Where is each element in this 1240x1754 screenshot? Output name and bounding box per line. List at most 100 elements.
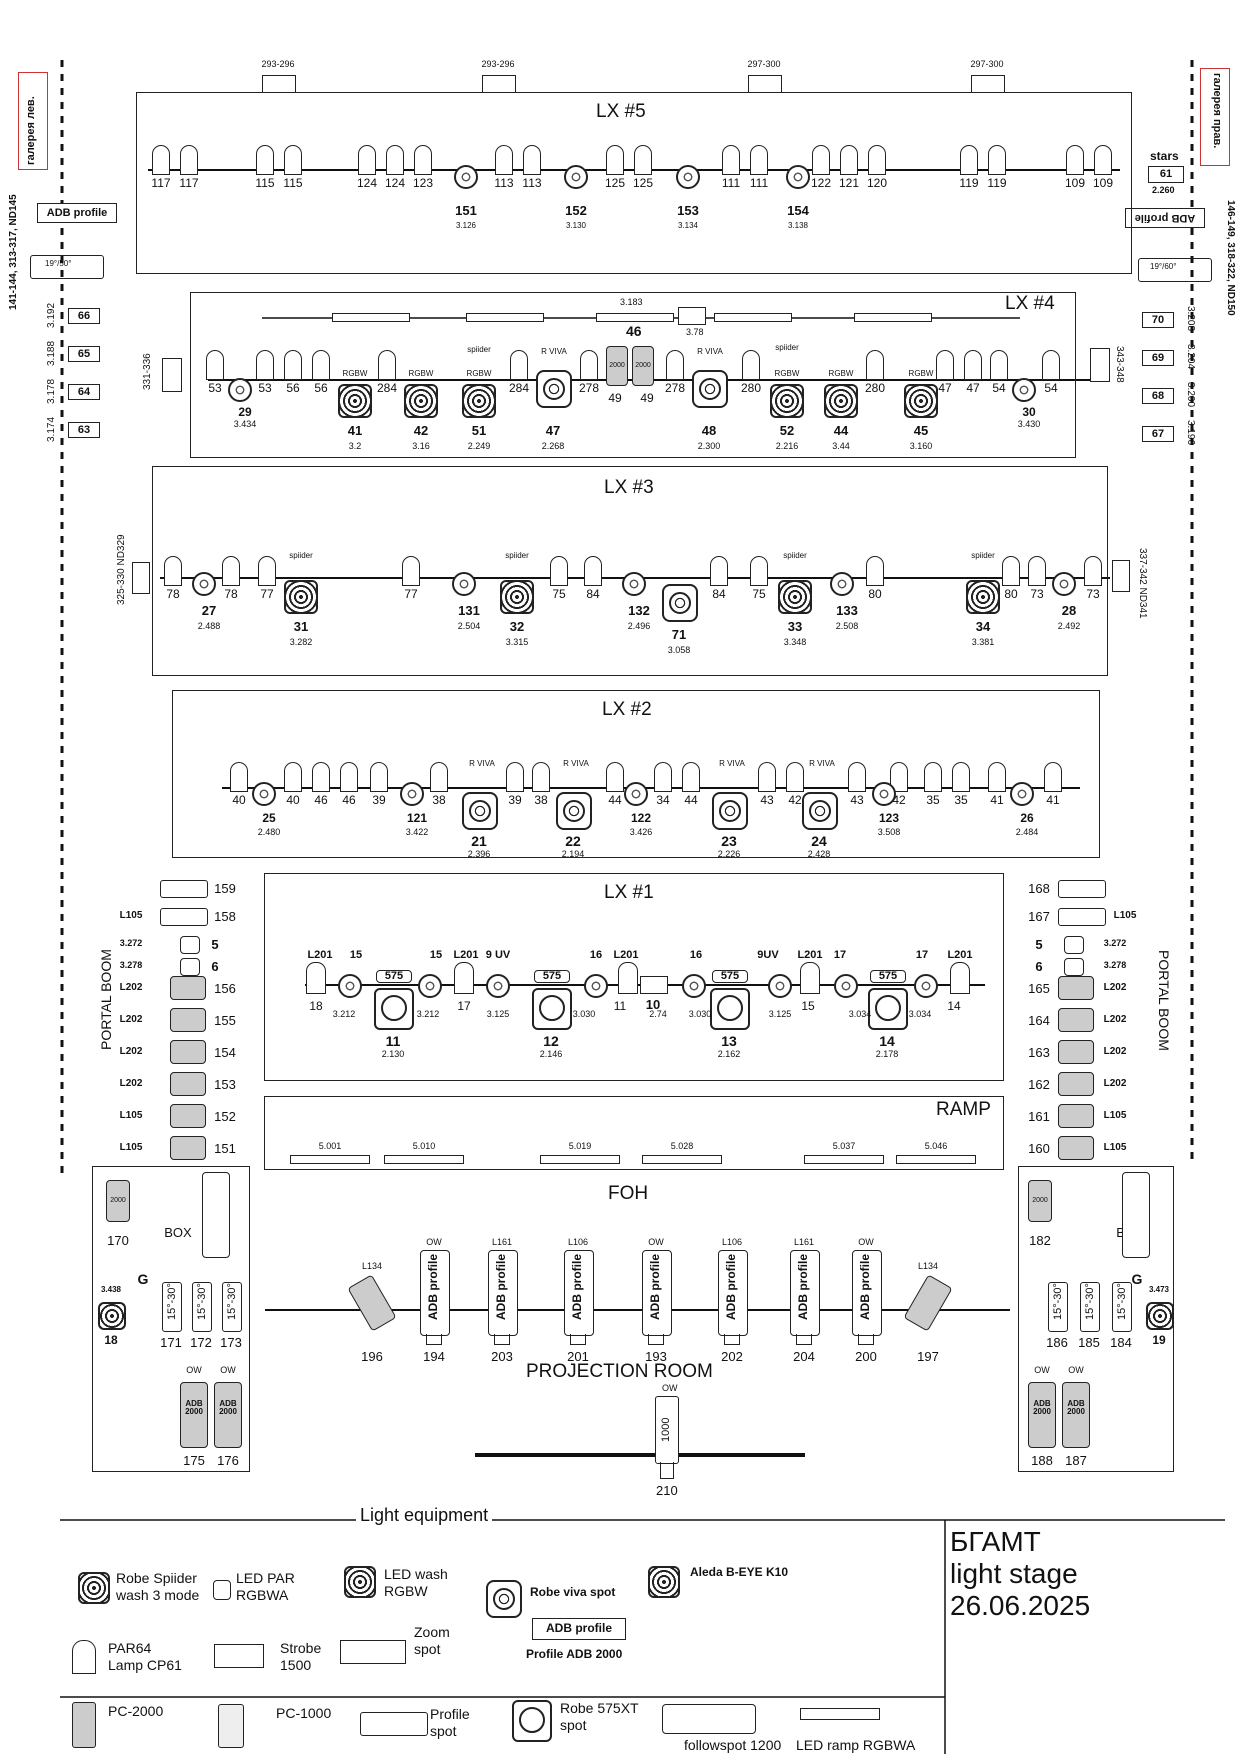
- led-par-fixture: [252, 782, 276, 806]
- par-label: 41: [990, 793, 1004, 807]
- stars-label: stars: [1150, 149, 1179, 163]
- par-label: 77: [260, 587, 274, 601]
- par-label: 47: [938, 381, 952, 395]
- lx3-mover-num: 28: [1061, 603, 1077, 618]
- zoom-spot-fixture: [1080, 1282, 1100, 1332]
- lx3-mover-num: 132: [628, 603, 650, 618]
- boom-filter: L105: [119, 910, 143, 921]
- lx1-title: LX #1: [604, 882, 654, 903]
- boom-num: 168: [1028, 881, 1050, 896]
- par-label: 75: [752, 587, 766, 601]
- lx5-mover-ch: 3.134: [677, 221, 699, 230]
- par-label: 56: [286, 381, 300, 395]
- lx5-top-tag-label: 297-300: [970, 59, 1004, 69]
- par-label: 39: [508, 793, 522, 807]
- led-par-fixture: [452, 572, 476, 596]
- lx1-filter: 17: [915, 949, 929, 961]
- par-label: 119: [987, 176, 1007, 190]
- box-adb-num: 176: [217, 1453, 239, 1468]
- lx4-mover-num: 42: [413, 423, 429, 438]
- spiider-tag: spiider: [289, 551, 313, 560]
- par64-fixture: [868, 145, 886, 175]
- boom-led-par: [180, 958, 200, 976]
- lx5-mover-num: 153: [677, 203, 699, 218]
- lx4-mover-num: 51: [471, 423, 487, 438]
- par-label: 43: [760, 793, 774, 807]
- box-zoom-num: 185: [1078, 1335, 1100, 1350]
- rviva-tag: R VIVA: [469, 759, 495, 768]
- spider-wash-fixture: [404, 384, 438, 418]
- lx1-575-tag: 575: [376, 970, 412, 983]
- boom-filter: L105: [119, 1110, 143, 1121]
- par64-fixture: [710, 556, 728, 586]
- robe575-lens: [717, 995, 743, 1021]
- lx4-mover-ch: 3.16: [412, 441, 430, 451]
- title-block: БГАМТ light stage 26.06.2025: [950, 1526, 1090, 1622]
- box-adb-fixture: [1062, 1382, 1090, 1448]
- lx1-strobe: [640, 976, 668, 994]
- par64-fixture: [758, 762, 776, 792]
- par-label: 109: [1092, 176, 1114, 190]
- zoom-spot-fixture: [1112, 1282, 1132, 1332]
- right-gallery-label: галерея прав.: [1211, 73, 1223, 149]
- lx1-frame: [264, 873, 1004, 1081]
- spider-wash-fixture: [824, 384, 858, 418]
- rviva-tag: R VIVA: [563, 759, 589, 768]
- title-date: 26.06.2025: [950, 1590, 1091, 1621]
- legend-strobe: Strobe 1500: [280, 1640, 322, 1673]
- par64-fixture: [523, 145, 541, 175]
- par-label: 38: [534, 793, 548, 807]
- par64-fixture: [312, 350, 330, 380]
- par64-fixture: [256, 145, 274, 175]
- zoom-spot-fixture: [1048, 1282, 1068, 1332]
- boom-profile-spot: [1058, 880, 1106, 898]
- par-label: 42: [892, 793, 906, 807]
- foh-num: 193: [645, 1349, 667, 1364]
- box-adb-num: 188: [1031, 1453, 1053, 1468]
- title-org: БГАМТ: [950, 1526, 1041, 1557]
- lx1-spot-ch: 2.146: [539, 1049, 563, 1059]
- boom-num: 161: [1028, 1109, 1050, 1124]
- par64-fixture: [960, 145, 978, 175]
- par-label: 117: [151, 176, 171, 190]
- foh-adb-lens: [426, 1334, 442, 1345]
- robe-viva-lens: [809, 800, 831, 822]
- lx4-strobe: [678, 307, 706, 325]
- lx5-mover-num: 154: [787, 203, 809, 218]
- lx3-side-right: 337-342 ND341: [1137, 548, 1148, 619]
- followspot-unit: [655, 1396, 679, 1464]
- par64-fixture: [370, 762, 388, 792]
- lx2-mover-num: 23: [721, 833, 737, 849]
- lx2-mover-ch: 2.396: [467, 849, 491, 859]
- boom-num: 162: [1028, 1077, 1050, 1092]
- par-label: 42: [788, 793, 802, 807]
- boom-num: 152: [214, 1109, 236, 1124]
- right-tag-ch: 3.200: [1185, 382, 1196, 408]
- lx1-bottom-label: 11: [613, 999, 627, 1013]
- left-adb-profile: ADB profile: [37, 203, 117, 223]
- par64-fixture: [358, 145, 376, 175]
- lx4-left-side-unit: [162, 358, 182, 392]
- lx1-filter: L201: [613, 949, 639, 961]
- par64-fixture: [750, 145, 768, 175]
- led-ramp-fixture: [540, 1155, 620, 1164]
- foh-num: 200: [855, 1349, 877, 1364]
- legend-bee: Aleda B-EYE K10: [690, 1565, 789, 1579]
- box-adb-label: ADB 2000: [219, 1399, 237, 1416]
- robe-viva-spot-fixture: [662, 584, 698, 622]
- boom-filter: L202: [1103, 982, 1127, 993]
- led-ramp-fixture: [466, 313, 544, 322]
- lx4-ramp-num: 46: [626, 323, 642, 339]
- foh-num: 202: [721, 1349, 743, 1364]
- boom-filter: L202: [1103, 1078, 1127, 1089]
- foh-num: 203: [491, 1349, 513, 1364]
- boom-filter: L202: [1103, 1014, 1127, 1025]
- par-label: 44: [684, 793, 698, 807]
- led-par-fixture: [400, 782, 424, 806]
- foh-adb-label: ADB profile: [648, 1254, 662, 1320]
- right-tag-ch: 3.196: [1185, 420, 1196, 446]
- ramp-item-ch: 5.028: [670, 1141, 694, 1151]
- par-label: 47: [966, 381, 980, 395]
- lx1-bottom-label: 3.125: [768, 1009, 792, 1019]
- par-label: 43: [850, 793, 864, 807]
